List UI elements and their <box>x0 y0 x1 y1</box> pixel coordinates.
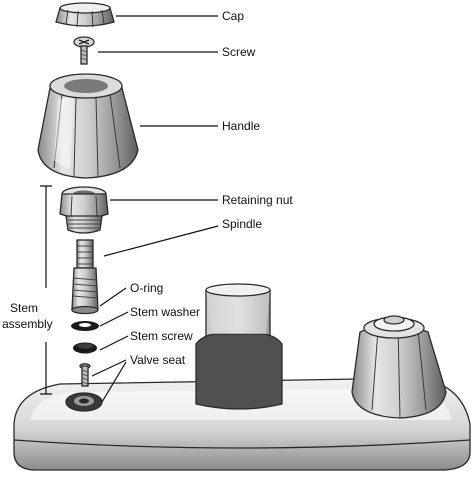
leader-lines <box>91 15 219 403</box>
leader-valve-seat-hole <box>101 361 127 403</box>
faucet-spout <box>195 283 283 410</box>
o-ring-part <box>71 321 99 331</box>
leader-valve-seat <box>91 359 127 377</box>
spindle-part <box>71 239 99 315</box>
leader-stem-washer <box>99 311 129 327</box>
label-retaining-nut: Retaining nut <box>222 193 293 207</box>
label-o-ring: O-ring <box>130 281 163 295</box>
label-stem-screw: Stem screw <box>130 329 193 343</box>
leader-o-ring <box>99 287 127 307</box>
label-valve-seat: Valve seat <box>130 353 186 367</box>
stem-washer-part <box>73 342 97 354</box>
retaining-nut-part <box>59 186 109 234</box>
labels: Cap Screw Handle Retaining nut Spindle O… <box>2 9 293 367</box>
label-screw: Screw <box>222 45 256 59</box>
stem-screw-part <box>79 363 91 387</box>
screw-part <box>73 36 95 65</box>
label-cap: Cap <box>222 9 244 23</box>
label-stem-washer: Stem washer <box>130 305 200 319</box>
valve-seat-hole <box>65 392 103 412</box>
cap-part <box>55 2 115 28</box>
label-stem-assembly-line1: Stem <box>10 301 38 315</box>
right-handle-assembled <box>351 315 447 419</box>
leader-stem-screw <box>99 335 129 351</box>
leader-spindle <box>103 225 219 257</box>
stem-assembly-bracket <box>40 185 52 395</box>
label-spindle: Spindle <box>222 217 262 231</box>
handle-part <box>37 73 139 179</box>
label-stem-assembly-line2: assembly <box>2 317 53 331</box>
label-handle: Handle <box>222 119 260 133</box>
